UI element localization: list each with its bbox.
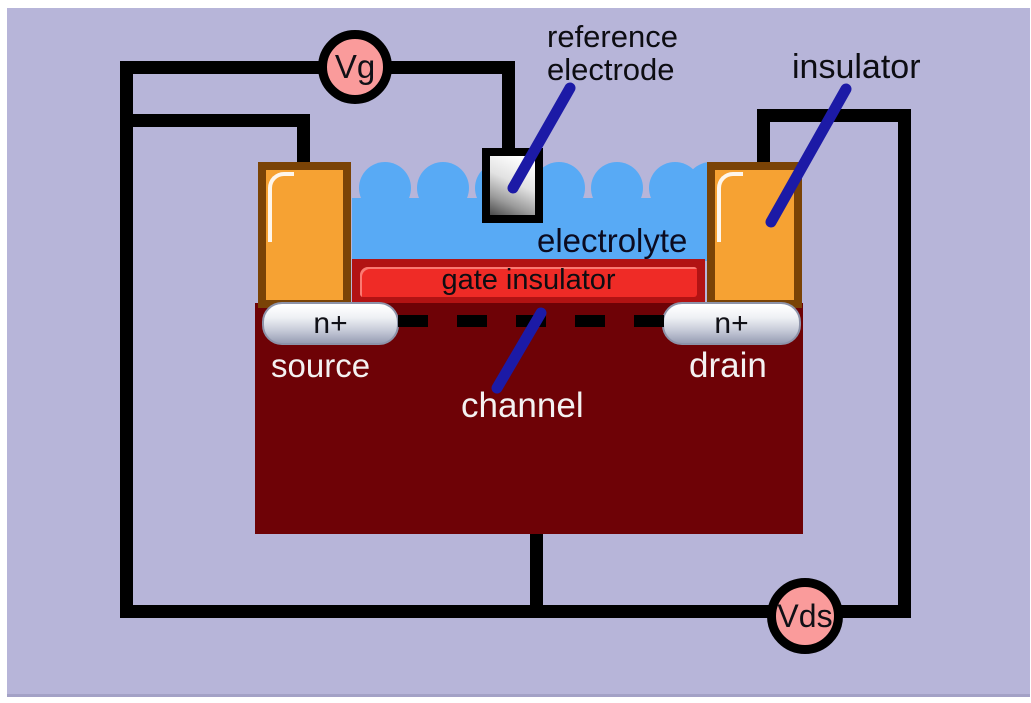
reference-electrode-metal bbox=[490, 156, 535, 215]
n-plus-source-region: n+ bbox=[262, 302, 399, 345]
n-plus-source-label: n+ bbox=[313, 306, 348, 340]
wire-source-stub bbox=[297, 114, 310, 166]
reference-electrode-label-line2: electrode bbox=[547, 52, 675, 87]
reference-electrode-label: reference electrode bbox=[547, 20, 678, 86]
wire-top-horizontal bbox=[120, 61, 515, 74]
electrolyte-wave bbox=[591, 162, 643, 214]
drain-source-voltage-source: Vds bbox=[767, 578, 843, 654]
electrolyte-wave bbox=[359, 162, 411, 214]
drain-source-voltage-label: Vds bbox=[777, 597, 833, 634]
wire-drain-stub bbox=[757, 109, 770, 167]
n-plus-drain-label: n+ bbox=[714, 306, 749, 340]
wire-left-vertical bbox=[120, 61, 133, 618]
electrolyte-label: electrolyte bbox=[537, 222, 688, 259]
insulator-pillar-left bbox=[258, 162, 351, 308]
pillar-highlight bbox=[268, 172, 294, 242]
gate-voltage-source: Vg bbox=[318, 30, 392, 104]
wire-reference-electrode-drop bbox=[502, 61, 515, 156]
wire-right-vertical bbox=[898, 109, 911, 618]
wire-source-horizontal bbox=[122, 114, 310, 127]
insulator-label: insulator bbox=[792, 48, 921, 86]
n-plus-drain-region: n+ bbox=[662, 302, 801, 345]
electrolyte-wave bbox=[417, 162, 469, 214]
channel-dashed-line bbox=[398, 315, 664, 327]
gate-voltage-label: Vg bbox=[334, 48, 376, 85]
source-label: source bbox=[271, 347, 371, 384]
reference-electrode-label-line1: reference bbox=[547, 19, 678, 54]
wire-bottom-horizontal bbox=[120, 605, 911, 618]
insulator-pillar-right bbox=[707, 162, 802, 308]
wire-top-right-horizontal bbox=[757, 109, 911, 122]
wire-substrate-stub bbox=[530, 533, 543, 611]
gate-insulator-layer bbox=[352, 259, 705, 303]
gate-insulator-label: gate insulator bbox=[441, 264, 616, 296]
pillar-highlight bbox=[717, 172, 743, 242]
reference-electrode bbox=[482, 148, 543, 223]
electrolyte-wave bbox=[685, 162, 707, 214]
channel-label: channel bbox=[461, 386, 584, 425]
drain-label: drain bbox=[689, 346, 767, 385]
gate-insulator-inner bbox=[360, 267, 697, 297]
